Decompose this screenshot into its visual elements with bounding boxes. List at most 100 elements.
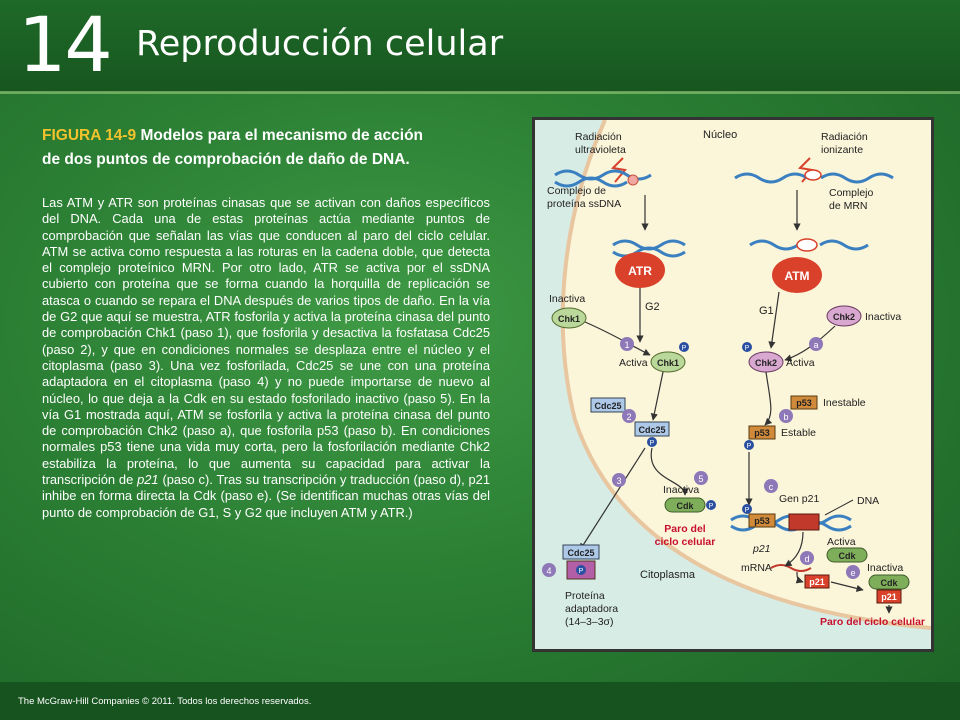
figure-title: FIGURA 14-9 Modelos para el mecanismo de…	[42, 124, 442, 172]
mrn-complex-line1: Complejo	[829, 187, 874, 199]
ssdna-protein	[627, 174, 639, 186]
cdc25-label-1: Cdc25	[594, 401, 621, 411]
p21-gene-box	[788, 513, 820, 531]
adapter-line3: (14–3–3σ)	[565, 616, 614, 628]
atm-label: ATM	[784, 269, 809, 283]
cdc25-p-label: P	[650, 440, 655, 447]
mrna-label: mRNA	[741, 562, 772, 574]
arrest-left-line2: ciclo celular	[655, 536, 716, 548]
atm-dna-right	[819, 239, 869, 251]
diagram-svg: Núcleo Citoplasma Radiación ultravioleta…	[535, 120, 931, 649]
step-2-badge	[622, 409, 636, 423]
p53-dna-phosphate	[742, 504, 752, 514]
step-1-label: 1	[624, 340, 629, 350]
arrow-mrna-p21	[795, 571, 804, 584]
checkpoint-diagram: Núcleo Citoplasma Radiación ultravioleta…	[532, 117, 934, 652]
cdk-active-label: Cdk	[838, 551, 856, 561]
chk1-inactiva-label: Inactiva	[549, 293, 585, 305]
arrow-atm-chk2	[768, 291, 780, 349]
step-2-label: 2	[626, 412, 631, 422]
arrest-left-line1: Paro del	[664, 523, 706, 535]
mrn-blob	[804, 169, 822, 181]
uv-bolt	[610, 157, 627, 183]
arrow-cdc25-cdk	[650, 447, 689, 496]
header-divider	[0, 91, 960, 94]
nucleus-label: Núcleo	[703, 129, 737, 141]
step-d-badge	[800, 551, 814, 565]
chapter-title: Reproducción celular	[136, 24, 504, 64]
cdc25-unphosphorylated	[590, 397, 626, 413]
atr-protein	[615, 252, 665, 288]
chk2-inactive	[826, 305, 862, 327]
chapter-number: 14	[18, 0, 113, 89]
chk2-active-label: Chk2	[755, 358, 777, 368]
adapter-line1: Proteína	[565, 590, 605, 602]
chk2-p-label: P	[745, 345, 750, 352]
mrna-strand	[770, 564, 812, 572]
step-a-label: a	[813, 340, 818, 350]
step-b-label: b	[783, 412, 788, 422]
ion-label-line2: ionizante	[821, 144, 863, 156]
g1-label: G1	[759, 305, 774, 317]
arrow-chk2-p53	[764, 371, 773, 426]
uv-label-line2: ultravioleta	[575, 144, 626, 156]
p53-stable-label: p53	[754, 428, 770, 438]
cytoplasm-label: Citoplasma	[640, 569, 696, 581]
caption-part-2: (paso c). Tras su transcripción y traduc…	[42, 472, 491, 520]
inestable-label: Inestable	[823, 397, 866, 409]
cdc25-label-2: Cdc25	[638, 425, 665, 435]
p53-on-dna	[748, 513, 776, 528]
step-3-badge	[612, 473, 626, 487]
figure-title-text: Modelos para el mecanismo de acción de d…	[42, 127, 424, 168]
step-a-badge	[809, 337, 823, 351]
chk1-p-label: P	[682, 345, 687, 352]
p53-unstable-label: p53	[796, 398, 812, 408]
mrn-bound	[796, 238, 818, 252]
arrest-right-label: Paro del ciclo celular	[820, 616, 925, 628]
cdk-label-left: Cdk	[676, 501, 694, 511]
caption-part-1: Las ATM y ATR son proteínas cinasas que …	[42, 195, 490, 488]
chk2-inactiva-label: Inactiva	[865, 311, 901, 323]
step-e-label: e	[850, 568, 855, 578]
cdc25-phosphorylated	[634, 421, 670, 437]
figure-caption: Las ATM y ATR son proteínas cinasas que …	[42, 195, 490, 521]
p21-protein-label: p21	[809, 577, 825, 587]
step-3-label: 3	[616, 476, 621, 486]
dna-pointer	[824, 499, 854, 516]
cdk-activa-label: Activa	[827, 536, 856, 548]
chk2-inactive-label: Chk2	[833, 312, 855, 322]
nuclear-envelope	[560, 120, 931, 630]
cdk-active	[826, 547, 868, 563]
p53-stable	[748, 425, 776, 440]
p53-phosphate	[744, 440, 754, 450]
chk1-inactive-label: Chk1	[558, 314, 580, 324]
p21-bound	[876, 589, 902, 604]
cdc25-phosphate	[647, 437, 657, 447]
atr-label: ATR	[628, 264, 652, 278]
gen-p21-label: Gen p21	[779, 493, 819, 505]
arrow-chk1-activation	[584, 321, 651, 356]
step-5-badge	[694, 471, 708, 485]
step-e-badge	[846, 565, 860, 579]
arrow-cdc25-export	[579, 447, 646, 551]
cdk-inactiva-label: Inactiva	[663, 484, 699, 496]
chk1-phosphate	[679, 342, 689, 352]
chk1-active-label: Chk1	[657, 358, 679, 368]
p53-p-label: P	[747, 443, 752, 450]
cdk-inactiva-right-label: Inactiva	[867, 562, 903, 574]
step-1-badge	[620, 337, 634, 351]
step-4-label: 4	[546, 566, 551, 576]
ssdna-strand-bottom	[554, 176, 628, 188]
p53-unstable	[790, 395, 818, 410]
dsb-strand-right	[820, 172, 894, 184]
step-4-badge	[542, 563, 556, 577]
chk1-inactive	[551, 307, 587, 329]
step-d-label: d	[804, 554, 809, 564]
dsb-strand-left	[734, 172, 808, 184]
step-5-label: 5	[698, 474, 703, 484]
p21-protein	[804, 574, 830, 589]
cdk-inactive	[664, 497, 706, 513]
chk1-active	[650, 351, 686, 373]
adapter-p-label: P	[579, 568, 584, 575]
cdc25-cytoplasm	[562, 544, 600, 560]
